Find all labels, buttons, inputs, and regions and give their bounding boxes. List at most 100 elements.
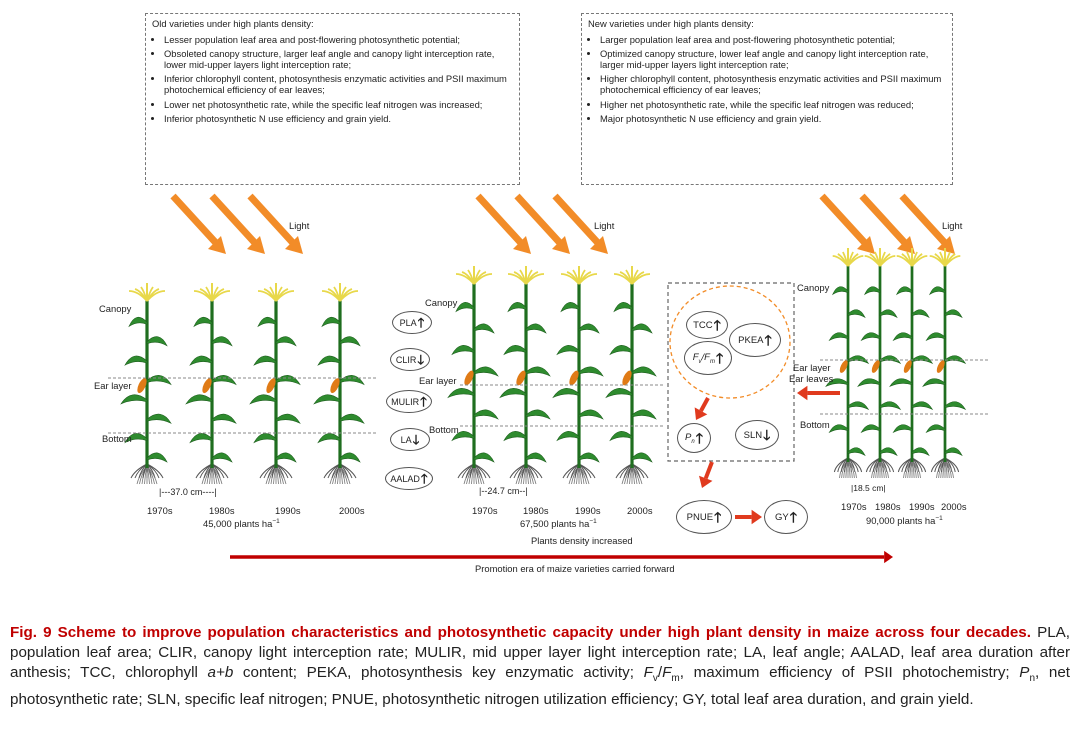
old-item: Lower net photosynthetic rate, while the… xyxy=(164,99,513,111)
new-item: Major photosynthetic N use efficiency an… xyxy=(600,114,946,125)
canopy-label: Canopy xyxy=(425,297,458,308)
arrow-up-icon: 🡑 xyxy=(713,317,721,333)
old-item: Inferior photosynthetic N use efficiency… xyxy=(164,114,513,125)
arrow-down-icon: 🡓 xyxy=(763,427,771,443)
trait-clir: CLIR🡓 xyxy=(390,348,430,371)
light-label: Light xyxy=(942,220,963,231)
light-arrow xyxy=(899,193,955,254)
maize-plant xyxy=(922,248,967,479)
caption-heading: Fig. 9 Scheme to improve population char… xyxy=(10,624,1031,641)
maize-plant xyxy=(499,266,551,485)
red-arrow xyxy=(699,461,714,488)
decade-label: 1990s xyxy=(909,501,935,512)
maize-plant xyxy=(249,283,301,485)
maize-plant xyxy=(120,283,172,485)
bottom-label: Bottom xyxy=(429,424,459,435)
trait-gy: GY🡑 xyxy=(764,500,808,534)
maize-plant xyxy=(185,283,237,485)
trait-pkea: PKEA🡑 xyxy=(729,323,781,357)
trait-sln: SLN🡓 xyxy=(735,420,779,450)
decade-label: 1970s xyxy=(147,505,173,516)
maize-plant xyxy=(825,248,870,479)
decade-label: 1980s xyxy=(523,505,549,516)
trait-la: LA🡓 xyxy=(390,428,430,451)
light-label: Light xyxy=(594,220,615,231)
light-arrows xyxy=(170,193,955,254)
decade-label: 2000s xyxy=(627,505,653,516)
density-label: 90,000 plants ha−1 xyxy=(866,515,943,527)
new-item: Higher net photosynthetic rate, while th… xyxy=(600,99,946,111)
decade-label: 1970s xyxy=(472,505,498,516)
decade-label: 1980s xyxy=(875,501,901,512)
maize-plant xyxy=(313,283,365,485)
maize-plant xyxy=(857,248,902,479)
canopy-label: Canopy xyxy=(797,282,830,293)
light-label: Light xyxy=(289,220,310,231)
light-arrow xyxy=(552,193,608,254)
arrow-down-icon: 🡓 xyxy=(412,432,420,447)
light-arrow xyxy=(514,193,570,254)
trait-mulir: MULIR🡑 xyxy=(386,390,432,413)
promotion-arrow xyxy=(230,550,893,564)
new-item: Higher chlorophyll content, photosynthes… xyxy=(600,74,946,95)
trait-fvfm: Fv/Fm🡑 xyxy=(684,341,732,375)
light-arrow xyxy=(209,193,265,254)
red-arrow xyxy=(694,397,710,420)
decade-label: 1990s xyxy=(575,505,601,516)
bottom-label: Bottom xyxy=(102,433,132,444)
light-arrow xyxy=(475,193,531,254)
light-arrow xyxy=(247,193,303,254)
figure-caption: Fig. 9 Scheme to improve population char… xyxy=(10,624,1070,708)
arrow-up-icon: 🡑 xyxy=(695,430,703,446)
arrow-up-icon: 🡑 xyxy=(420,471,428,486)
maize-plant xyxy=(889,248,934,479)
spacing-label: |--24.7 cm--| xyxy=(479,486,528,496)
new-item: Optimized canopy structure, lower leaf a… xyxy=(600,48,946,70)
new-varieties-title: New varieties under high plants density: xyxy=(588,18,754,29)
spacing-label: |---37.0 cm----| xyxy=(159,487,217,497)
arrow-up-icon: 🡑 xyxy=(420,394,427,409)
maize-plants xyxy=(120,248,967,485)
arrow-up-icon: 🡑 xyxy=(764,332,772,348)
density-label: 67,500 plants ha−1 xyxy=(520,518,597,530)
maize-plant xyxy=(605,266,657,485)
trait-aalad: AALAD🡑 xyxy=(385,467,433,490)
arrow-up-icon: 🡑 xyxy=(715,350,724,366)
decade-label: 1970s xyxy=(841,501,867,512)
decade-label: 1980s xyxy=(209,505,235,516)
light-arrow xyxy=(170,193,226,254)
trait-pn: Pn🡑 xyxy=(677,423,711,453)
ear-leaves-label: Ear leaves xyxy=(789,373,834,384)
layer-lines xyxy=(108,359,990,434)
bottom-label: Bottom xyxy=(800,419,830,430)
ear-leaf-highlight-circle xyxy=(669,285,791,399)
old-item: Lesser population leaf area and post-flo… xyxy=(164,34,513,46)
new-item: Larger population leaf area and post-flo… xyxy=(600,34,946,46)
arrow-down-icon: 🡓 xyxy=(417,352,425,367)
promotion-label: Promotion era of maize varieties carried… xyxy=(475,563,675,574)
red-arrow xyxy=(735,509,762,525)
maize-plant xyxy=(447,266,499,485)
arrow-up-icon: 🡑 xyxy=(417,315,425,330)
new-varieties-box: New varieties under high plants density:… xyxy=(581,13,953,185)
light-arrow xyxy=(859,193,915,254)
old-item: Obsoleted canopy structure, larger leaf … xyxy=(164,48,513,70)
decade-label: 2000s xyxy=(339,505,365,516)
ear-layer-label: Ear layer xyxy=(94,380,132,391)
arrow-up-icon: 🡑 xyxy=(714,509,722,525)
connector-arrows xyxy=(230,282,893,564)
decade-label: 1990s xyxy=(275,505,301,516)
density-increase-label: Plants density increased xyxy=(531,535,633,546)
arrow-up-icon: 🡑 xyxy=(789,509,797,525)
trait-pla: PLA🡑 xyxy=(392,311,432,334)
ear-layer-label: Ear layer xyxy=(419,375,457,386)
old-varieties-title: Old varieties under high plants density: xyxy=(152,18,314,29)
ear-layer-label: Ear layer xyxy=(793,362,831,373)
trait-pnue: PNUE🡑 xyxy=(676,500,732,534)
physiology-dashed-box xyxy=(667,282,795,462)
spacing-label: |18.5 cm| xyxy=(851,483,886,493)
decade-label: 2000s xyxy=(941,501,967,512)
light-arrow xyxy=(819,193,875,254)
old-item: Inferior chlorophyll content, photosynth… xyxy=(164,74,513,95)
